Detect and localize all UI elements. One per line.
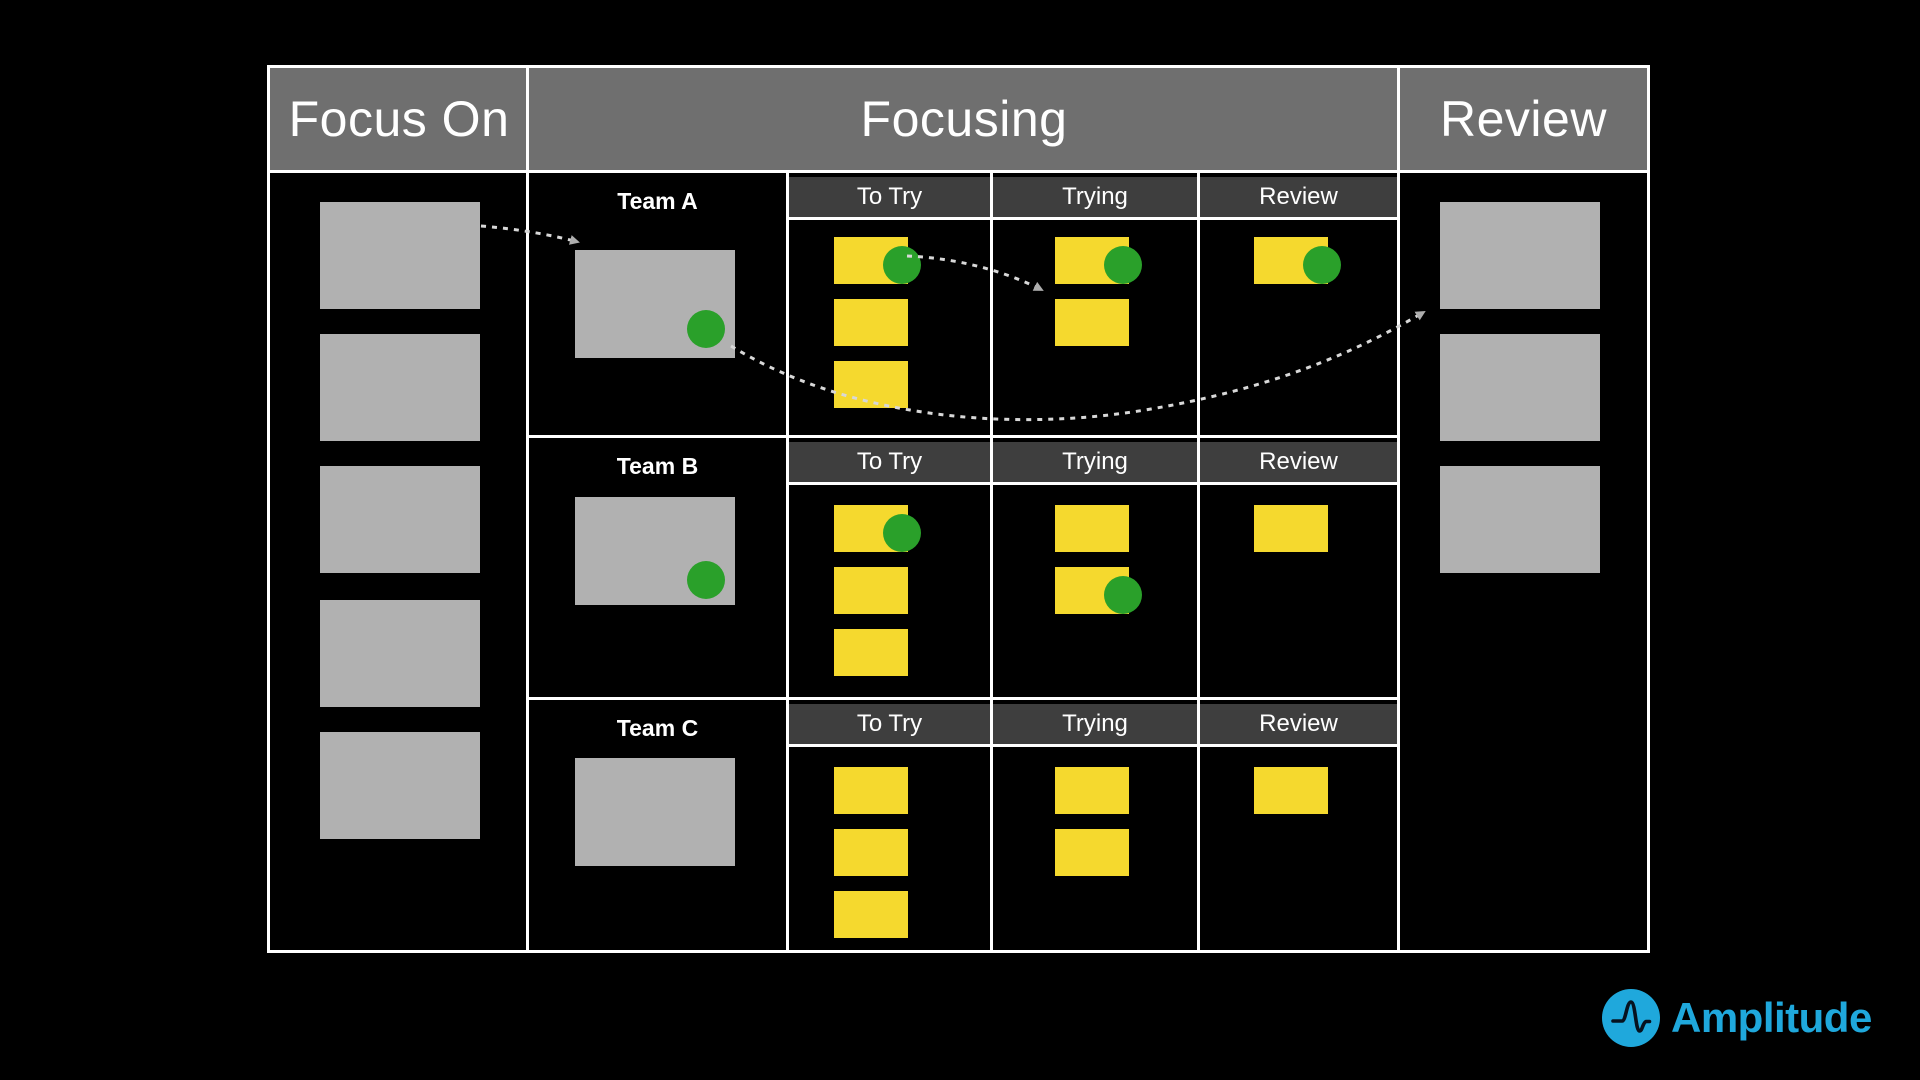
team-b-stage-header-2: Review [1200, 442, 1397, 482]
focus-on-card-2[interactable] [320, 334, 480, 441]
team-a-label: Team A [617, 188, 698, 214]
board-frame [267, 65, 1650, 953]
grid-line-stage [1197, 170, 1200, 950]
focus-on-card-5[interactable] [320, 732, 480, 839]
team-b-to-try-note-2[interactable] [834, 567, 908, 614]
board-header-background [270, 68, 1647, 170]
column-header-focusing: Focusing [860, 91, 1068, 147]
team-a-stage-header-2: Review [1200, 177, 1397, 217]
team-a-to-try-note-1-dot[interactable] [883, 246, 921, 284]
grid-line-header-bottom [270, 170, 1647, 173]
arrow-totry-to-trying [906, 254, 1044, 292]
amplitude-logo: Amplitude [1601, 988, 1872, 1048]
team-c-label: Team C [616, 715, 699, 741]
amplitude-wordmark: Amplitude [1671, 994, 1872, 1041]
column-header-review: Review [1440, 91, 1607, 147]
team-b-stage-header-0: To Try [789, 442, 990, 482]
team-a-trying-note-2[interactable] [1055, 299, 1129, 346]
review-column-card-2[interactable] [1440, 334, 1600, 441]
team-c-to-try-note-3[interactable] [834, 891, 908, 938]
arrow-team-a-to-review [730, 310, 1426, 422]
team-a-to-try-note-3[interactable] [834, 361, 908, 408]
team-c-stage-header-0: To Try [789, 704, 990, 744]
team-a-card-dot[interactable] [687, 310, 725, 348]
team-a-stage-header-1: Trying [993, 177, 1197, 217]
team-b-review-note-1[interactable] [1254, 505, 1328, 552]
amplitude-icon [1602, 989, 1660, 1047]
focus-on-card-1[interactable] [320, 202, 480, 309]
focus-on-card-4[interactable] [320, 600, 480, 707]
grid-line-column [526, 68, 529, 950]
column-header-focus-on: Focus On [288, 91, 510, 147]
team-b-trying-note-1[interactable] [1055, 505, 1129, 552]
review-column-card-3[interactable] [1440, 466, 1600, 573]
team-b-trying-note-2-dot[interactable] [1104, 576, 1142, 614]
team-c-card[interactable] [575, 758, 735, 866]
team-c-trying-note-2[interactable] [1055, 829, 1129, 876]
grid-line-stage [990, 170, 993, 950]
team-b-to-try-note-3[interactable] [834, 629, 908, 676]
grid-line-row [528, 435, 1400, 438]
team-a-stage-header-0: To Try [789, 177, 990, 217]
team-c-trying-note-1[interactable] [1055, 767, 1129, 814]
team-c-to-try-note-2[interactable] [834, 829, 908, 876]
grid-line-row [528, 697, 1400, 700]
arrow-focus-to-team-a [480, 224, 580, 245]
team-c-stage-header-2: Review [1200, 704, 1397, 744]
team-c-to-try-note-1[interactable] [834, 767, 908, 814]
review-column-card-1[interactable] [1440, 202, 1600, 309]
focus-on-card-3[interactable] [320, 466, 480, 573]
grid-line [789, 482, 1397, 485]
grid-line [789, 744, 1397, 747]
team-a-review-note-1-dot[interactable] [1303, 246, 1341, 284]
team-b-stage-header-1: Trying [993, 442, 1197, 482]
team-c-review-note-1[interactable] [1254, 767, 1328, 814]
team-c-stage-header-1: Trying [993, 704, 1197, 744]
grid-line [789, 217, 1397, 220]
team-b-label: Team B [616, 453, 699, 479]
team-a-trying-note-1-dot[interactable] [1104, 246, 1142, 284]
team-b-to-try-note-1-dot[interactable] [883, 514, 921, 552]
team-a-to-try-note-2[interactable] [834, 299, 908, 346]
team-b-card-dot[interactable] [687, 561, 725, 599]
grid-line-stage [786, 170, 789, 950]
grid-line-column [1397, 68, 1400, 950]
